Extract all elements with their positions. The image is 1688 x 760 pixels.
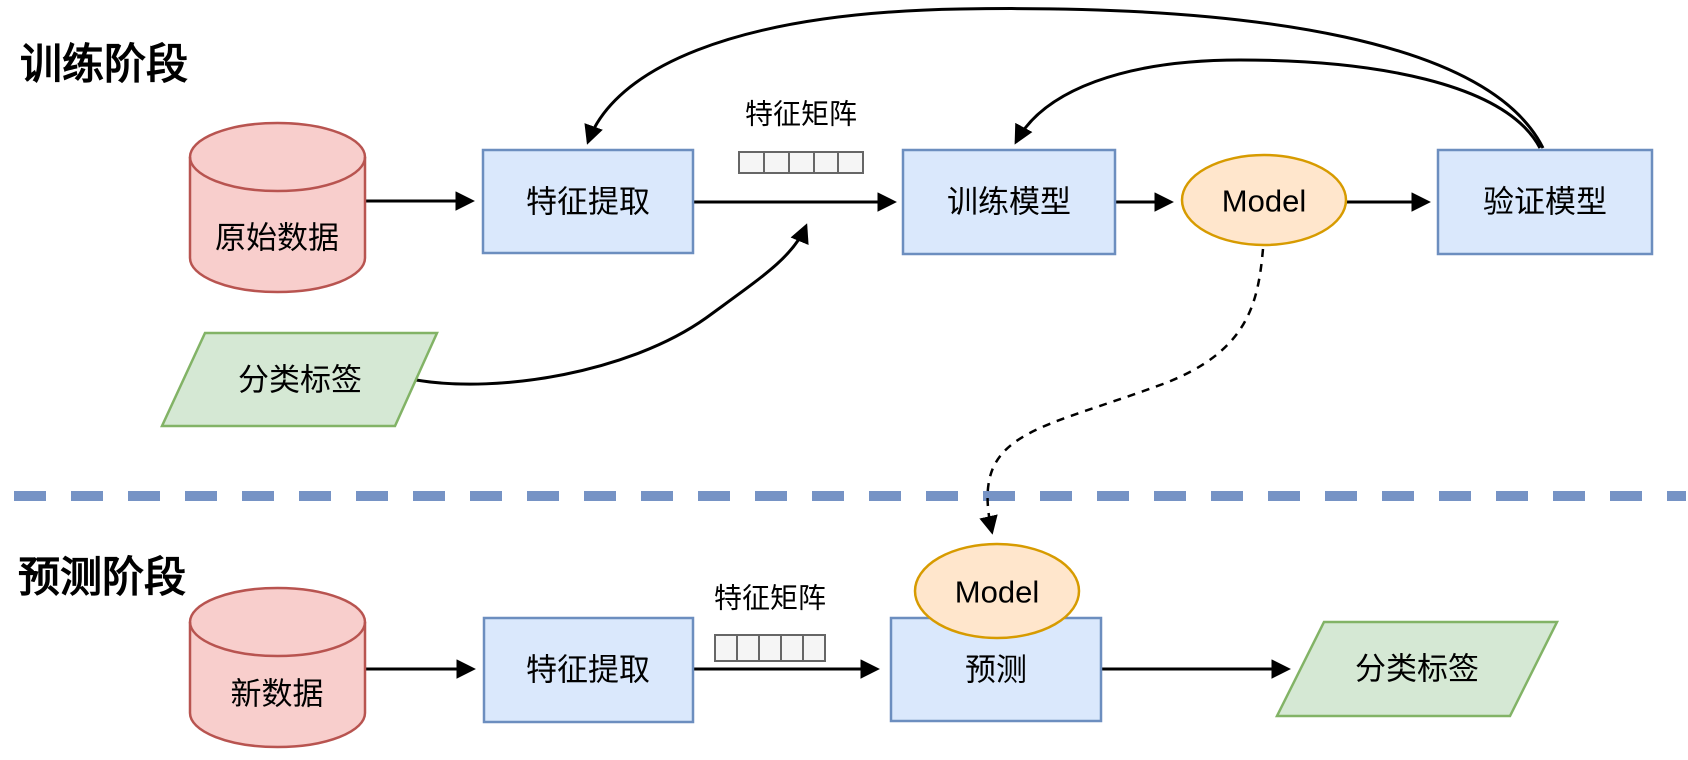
validate-model-box <box>1436 148 1654 256</box>
feature-matrix-label: 特征矩阵 <box>745 99 857 130</box>
new-data-cylinder <box>188 586 367 749</box>
feature-matrix-cells <box>738 151 864 174</box>
node-feature-matrix-prediction: 特征矩阵 <box>714 583 826 662</box>
node-class-labels-prediction: 分类标签 <box>1274 620 1560 718</box>
validate-model-label: 验证模型 <box>1483 185 1607 220</box>
class-labels-label: 分类标签 <box>238 363 362 398</box>
feature-matrix-label: 特征矩阵 <box>714 583 826 614</box>
arrow-validate-to-feature-extraction <box>584 7 1545 149</box>
model-label: Model <box>1222 184 1306 219</box>
predict-label: 预测 <box>965 653 1027 688</box>
raw-data-cylinder-top-arc <box>188 156 367 193</box>
feature-extraction-box <box>482 616 695 724</box>
feature-extraction-label: 特征提取 <box>526 653 650 688</box>
node-new-data: 新数据 <box>188 586 367 749</box>
node-train-model: 训练模型 <box>901 148 1117 256</box>
model-ellipse <box>913 542 1081 640</box>
arrow-labels-to-training-flow <box>415 223 809 386</box>
node-feature-matrix-training: 特征矩阵 <box>738 99 864 174</box>
feature-extraction-box <box>481 148 695 255</box>
train-model-box <box>901 148 1117 256</box>
arrow-model-to-prediction-model-dashed <box>979 248 1265 535</box>
node-model-prediction: Model <box>913 542 1081 640</box>
arrow-validate-to-train-model <box>1014 58 1542 149</box>
node-predict: 预测 <box>889 616 1103 723</box>
feature-matrix-cells <box>714 634 826 662</box>
prediction-phase-title: 预测阶段 <box>18 554 186 601</box>
class-labels-parallelogram <box>160 331 439 428</box>
node-validate-model: 验证模型 <box>1436 148 1654 256</box>
node-feature-extraction-prediction: 特征提取 <box>482 616 695 724</box>
feature-extraction-label: 特征提取 <box>526 185 650 220</box>
train-model-label: 训练模型 <box>947 185 1071 220</box>
new-data-cylinder-top-arc <box>188 621 367 658</box>
node-feature-extraction-training: 特征提取 <box>481 148 695 255</box>
raw-data-label: 原始数据 <box>215 221 339 256</box>
node-raw-data: 原始数据 <box>188 121 367 294</box>
node-class-labels-training: 分类标签 <box>160 331 439 428</box>
raw-data-cylinder <box>188 121 367 294</box>
class-labels-label: 分类标签 <box>1355 652 1479 687</box>
node-model-training: Model <box>1180 153 1348 247</box>
training-phase-title: 训练阶段 <box>20 41 188 88</box>
new-data-label: 新数据 <box>231 677 324 712</box>
model-ellipse <box>1180 153 1348 247</box>
model-label: Model <box>955 575 1039 610</box>
class-labels-parallelogram <box>1274 620 1560 718</box>
